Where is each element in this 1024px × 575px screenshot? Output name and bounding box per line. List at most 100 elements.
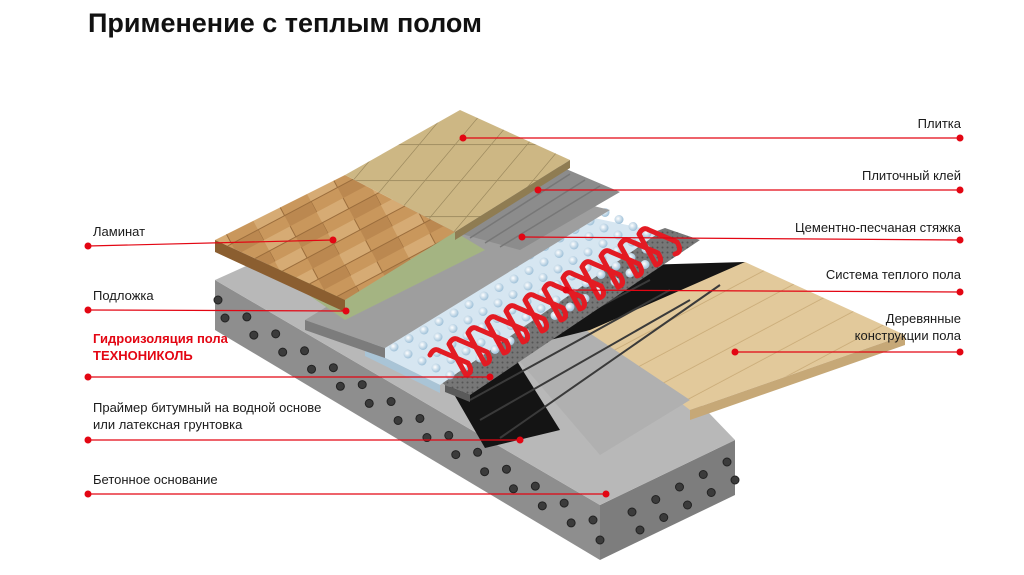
heating-mat-bubble	[479, 291, 489, 301]
heating-mat-bubble	[418, 341, 428, 350]
rebar-end	[530, 481, 540, 491]
heating-mat-bubble	[509, 274, 519, 284]
heating-mat-bubble	[596, 270, 606, 279]
leader-line	[521, 236, 961, 241]
leader-dot	[84, 373, 92, 381]
heating-mat-bubble	[445, 370, 455, 380]
rebar-end	[451, 450, 461, 460]
rebar-end	[278, 347, 288, 357]
label-waterproofing: Гидроизоляция пола ТЕХНОНИКОЛЬ	[93, 331, 228, 363]
rebar-end	[242, 312, 252, 322]
rebar-end	[698, 470, 708, 479]
page-title: Применение с теплым полом	[88, 8, 483, 38]
label-wooden-structures: Деревянные конструкции пола	[854, 311, 961, 343]
rebar-end	[595, 535, 605, 545]
rebar-end	[588, 515, 598, 525]
heating-pipe	[427, 226, 683, 378]
heating-mat-bubble	[476, 338, 486, 347]
leader-dot	[534, 186, 542, 194]
label-concrete-base: Бетонное основание	[93, 472, 218, 487]
rebar-end	[480, 467, 490, 477]
label-screed: Цементно-песчаная стяжка	[795, 220, 961, 235]
bitumen-primer-layer	[440, 262, 745, 448]
tile-adhesive-layer	[440, 160, 620, 250]
heating-mat-bubble	[419, 325, 429, 335]
heating-mat-bubble	[565, 302, 575, 312]
rebar-end	[537, 501, 547, 511]
heating-mat-bubble	[478, 307, 488, 316]
rebar-end	[386, 397, 396, 407]
heating-mat-bubble	[463, 315, 473, 325]
heating-mat-bubble	[583, 247, 593, 257]
leader-dot	[602, 490, 610, 498]
heating-mat-bubble	[464, 300, 474, 309]
heating-mat-bubble	[493, 298, 503, 308]
leader-dot	[329, 236, 337, 244]
rebar-end	[722, 457, 732, 467]
rebar-ends	[213, 295, 740, 545]
heating-mat-bubble	[403, 349, 413, 359]
rebar-end	[683, 500, 692, 510]
heating-mat-bubble	[404, 334, 414, 343]
heating-mat-bubble	[569, 240, 579, 250]
rebar-end	[307, 364, 317, 374]
label-underlay: Подложка	[93, 288, 154, 303]
heating-mat-bubble	[494, 283, 504, 292]
heating-mat-bubble	[614, 215, 624, 224]
heating-mat-bubble	[554, 249, 564, 258]
heating-mat-bubble	[523, 281, 533, 291]
rebar-end	[675, 482, 684, 492]
rebar-end	[508, 484, 518, 494]
leader-dot	[956, 288, 964, 296]
rebar-end	[706, 488, 716, 497]
leader-lines	[84, 134, 964, 498]
tile-layer	[345, 110, 570, 240]
leader-line	[87, 239, 334, 247]
rebar-end	[271, 329, 281, 339]
leader-dot	[731, 348, 739, 356]
heating-mat-bubble	[461, 346, 471, 356]
label-tile-adhesive: Плиточный клей	[861, 168, 961, 183]
heating-mat-bubble	[568, 256, 578, 265]
rebar-end	[566, 518, 576, 528]
rebar-end	[249, 330, 259, 340]
label-heating-system: Система теплого пола	[825, 267, 961, 282]
rebar-end	[220, 313, 230, 323]
rebar-end	[415, 413, 425, 423]
heating-mat-bubble	[448, 324, 458, 333]
leader-dot	[84, 436, 92, 444]
label-tile: Плитка	[917, 116, 961, 131]
leader-dot	[956, 186, 964, 194]
leader-line	[565, 289, 961, 293]
leader-dot	[516, 436, 524, 444]
heating-mat-bubble	[449, 308, 459, 318]
rebar-end	[659, 513, 669, 522]
heating-mat-bubble	[417, 356, 427, 366]
rebar-end	[651, 495, 661, 504]
heating-mat-bubble	[433, 332, 443, 342]
leader-dot	[84, 490, 92, 498]
rebar-end	[357, 380, 367, 390]
leader-dot	[518, 233, 526, 241]
rebar-end	[393, 415, 403, 425]
rebar-end	[635, 525, 645, 535]
label-primer: Праймер битумный на водной основе или ла…	[93, 400, 322, 432]
rebar-end	[335, 381, 345, 391]
rebar-end	[501, 464, 511, 474]
rebar-end	[473, 447, 483, 457]
heating-mat-bubble	[628, 222, 638, 231]
rebar-end	[364, 398, 374, 408]
leader-dot	[956, 236, 964, 244]
heating-mat-bubble	[584, 232, 594, 241]
label-laminate: Ламинат	[93, 224, 146, 239]
heating-mat-bubble	[434, 317, 444, 326]
heating-mat-bubble	[508, 290, 518, 299]
rebar-end	[559, 498, 569, 508]
leader-dot	[956, 134, 964, 142]
leader-dot	[84, 306, 92, 314]
heating-mat-bubble	[553, 264, 563, 274]
rebar-end	[328, 363, 338, 373]
heating-mat-bubble	[389, 342, 399, 352]
leader-dot	[459, 134, 467, 142]
